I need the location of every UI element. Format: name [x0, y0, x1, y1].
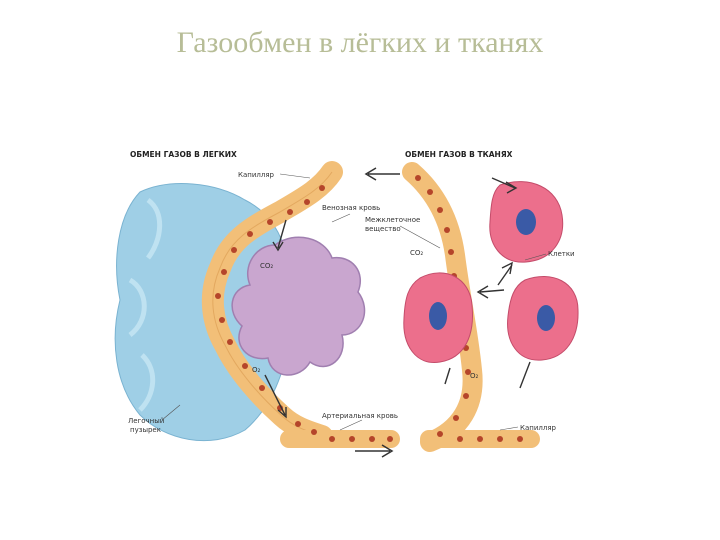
tissues-header: ОБМЕН ГАЗОВ В ТКАНЯХ — [405, 150, 513, 159]
cell-nucleus — [537, 305, 555, 331]
alveolus — [232, 237, 364, 375]
label-capillary-right: Капилляр — [520, 424, 557, 432]
cell-nucleus — [516, 209, 536, 235]
flow-arrow-top — [366, 168, 400, 180]
cell-nucleus — [429, 302, 447, 330]
label-co2-tissue: CO₂ — [410, 249, 423, 257]
label-o2-lung: O₂ — [252, 366, 261, 374]
label-intercellular-1: Межклеточное — [365, 216, 420, 224]
tissue-cell-left — [404, 273, 473, 363]
label-intercellular-2: вещество — [365, 225, 401, 233]
label-cells: Клетки — [548, 250, 575, 258]
label-venous-blood: Венозная кровь — [322, 204, 380, 212]
label-alveolus-1: Легочный — [128, 417, 164, 425]
lungs-header: ОБМЕН ГАЗОВ В ЛЕГКИХ — [130, 150, 237, 159]
label-arterial-blood: Артериальная кровь — [322, 412, 398, 420]
label-co2-lung: CO₂ — [260, 262, 273, 270]
label-alveolus-2: пузырек — [130, 426, 161, 434]
gas-exchange-diagram: ОБМЕН ГАЗОВ В ЛЕГКИХ ОБМЕН ГАЗОВ В ТКАНЯ… — [100, 130, 620, 480]
tissue-cell-right — [508, 277, 578, 361]
label-o2-tissue: O₂ — [470, 372, 479, 380]
slide-title: Газообмен в лёгких и тканях — [0, 26, 720, 60]
label-capillary-left: Капилляр — [238, 171, 275, 179]
gas-exchange-figure: ОБМЕН ГАЗОВ В ЛЕГКИХ ОБМЕН ГАЗОВ В ТКАНЯ… — [100, 130, 620, 480]
